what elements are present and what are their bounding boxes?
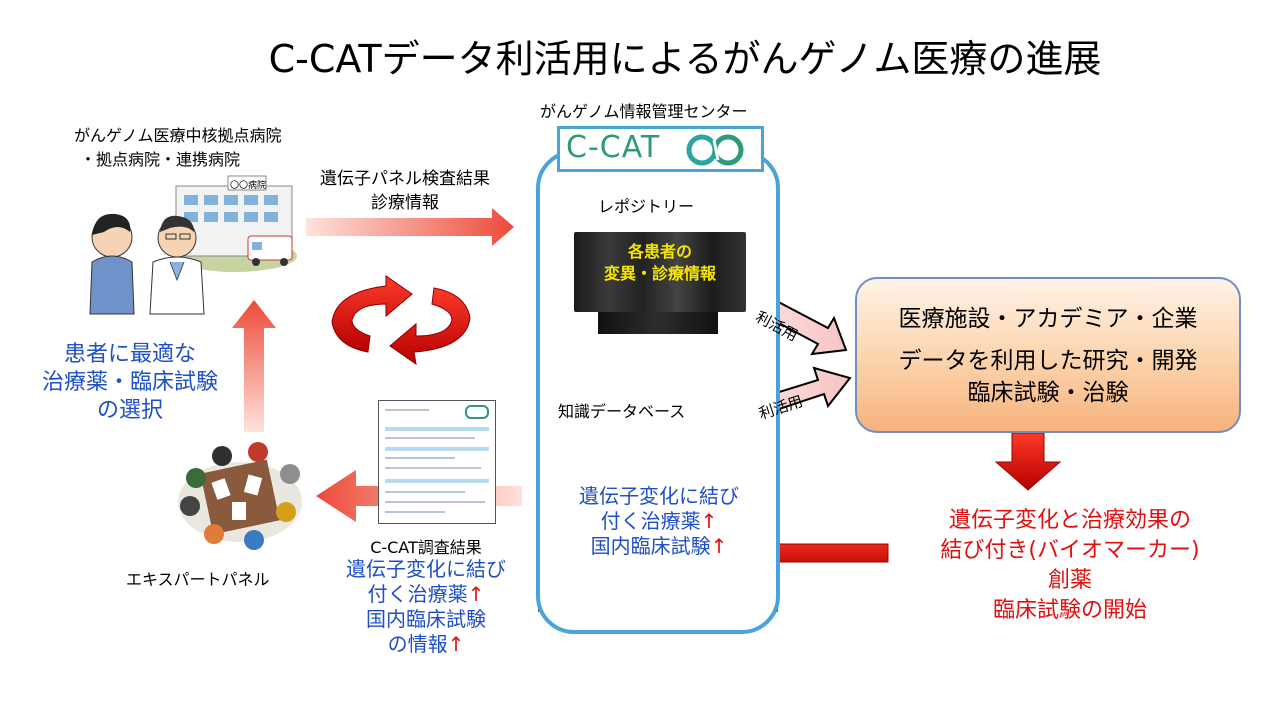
server-text: 各患者の 変異・診療情報	[580, 241, 740, 285]
selection-up-arrow	[232, 300, 276, 432]
hospital-label-line1: がんゲノム医療中核拠点病院	[74, 126, 282, 145]
server-line1: 各患者の	[627, 242, 692, 261]
organizations-box	[855, 277, 1241, 433]
repository-label: レポジトリー	[598, 197, 695, 216]
expert-panel-label: エキスパートパネル	[126, 570, 270, 589]
ccat-report-line3: 国内臨床試験	[366, 607, 486, 631]
outcome-line4: 臨床試験の開始	[992, 598, 1147, 623]
doctor-patient-icon	[89, 213, 205, 315]
ccat-logo-icon	[686, 134, 744, 166]
page-title: C-CATデータ利活用によるがんゲノム医療の進展	[268, 37, 1102, 81]
increase-arrow-icon: ↑	[447, 632, 465, 656]
ccat-report-line1: 遺伝子変化に結び	[346, 557, 506, 581]
ccat-report-document	[378, 400, 496, 524]
ccat-report-line2: 付く治療薬↑	[367, 582, 485, 606]
panel-test-result-label: 遺伝子パネル検査結果	[320, 169, 490, 189]
outcome-text: 遺伝子変化と治療効果の 結び付き(バイオマーカー) 創薬 臨床試験の開始	[880, 506, 1260, 626]
expert-panel-icon	[178, 442, 302, 550]
outcome-line3: 創薬	[1047, 568, 1092, 593]
organizations-line2: データを利用した研究・開発	[898, 348, 1198, 374]
patient-selection-line1: 患者に最適な	[63, 342, 196, 367]
outcome-down-arrow	[994, 432, 1062, 491]
book-content: 遺伝子変化に結び 付く治療薬↑ 国内臨床試験↑	[544, 484, 774, 559]
data-submission-arrow	[306, 208, 514, 246]
ccat-logo-text: C-CAT	[566, 130, 661, 165]
ccat-report-line4: の情報↑	[387, 632, 465, 656]
patient-selection-line2: 治療薬・臨床試験	[41, 370, 218, 395]
outcome-line2: 結び付き(バイオマーカー)	[940, 538, 1200, 563]
organizations-research: データを利用した研究・開発 臨床試験・治験	[855, 345, 1241, 409]
hospital-sign: 〇〇病院	[230, 181, 267, 191]
ccat-report-info: 遺伝子変化に結び 付く治療薬↑ 国内臨床試験 の情報↑	[316, 557, 536, 657]
cycle-arrows-icon	[331, 275, 471, 366]
organizations-line1: 医療施設・アカデミア・企業	[898, 306, 1198, 332]
book-line2: 付く治療薬↑	[600, 509, 718, 533]
clinical-info-label: 診療情報	[371, 193, 439, 213]
increase-arrow-icon: ↑	[467, 582, 485, 606]
book-line3: 国内臨床試験↑	[590, 534, 728, 558]
increase-arrow-icon: ↑	[700, 509, 718, 533]
hospital-label-line2: ・拠点病院・連携病院	[80, 150, 241, 169]
server-rack-icon	[574, 232, 746, 312]
outcome-line1: 遺伝子変化と治療効果の	[948, 508, 1191, 533]
patient-selection-text: 患者に最適な 治療薬・臨床試験 の選択	[30, 341, 230, 425]
organizations-line3: 臨床試験・治験	[967, 380, 1129, 406]
increase-arrow-icon: ↑	[710, 534, 728, 558]
server-line2: 変異・診療情報	[603, 264, 716, 283]
ccat-center-name: がんゲノム情報管理センター	[540, 102, 748, 121]
ccat-report-title: C-CAT調査結果	[370, 538, 482, 557]
server-rack-base	[598, 312, 718, 334]
book-line1: 遺伝子変化に結び	[579, 484, 739, 508]
ccat-frame	[536, 150, 780, 634]
patient-selection-line3: の選択	[96, 398, 163, 423]
knowledge-db-label: 知識データベース	[558, 402, 686, 421]
